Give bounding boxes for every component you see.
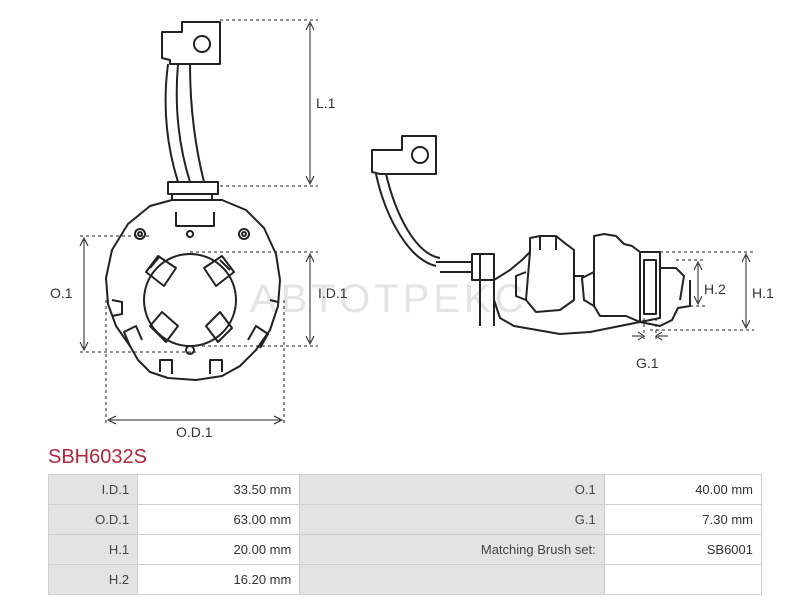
- spec-table: I.D.1 33.50 mm O.1 40.00 mm O.D.1 63.00 …: [47, 474, 763, 595]
- spec-value: 16.20 mm: [137, 564, 301, 595]
- spec-label: G.1: [299, 504, 605, 535]
- spec-label: [299, 564, 605, 595]
- watermark-text: ABTOTPEKC: [250, 277, 528, 321]
- table-row: I.D.1 33.50 mm O.1 40.00 mm: [47, 474, 763, 505]
- spec-label: O.D.1: [47, 504, 139, 535]
- spec-value: 20.00 mm: [137, 534, 301, 565]
- spec-value: 63.00 mm: [137, 504, 301, 535]
- right-dimension-lines: [632, 251, 754, 341]
- spec-value: 40.00 mm: [603, 474, 763, 505]
- dim-label-l1: L.1: [316, 95, 336, 111]
- spec-label: I.D.1: [47, 474, 139, 505]
- dim-label-o1: O.1: [50, 285, 73, 301]
- brush-holder-side-view: [371, 135, 691, 335]
- dim-label-id1: I.D.1: [318, 285, 348, 301]
- spec-value: [603, 564, 763, 595]
- dim-label-od1: O.D.1: [176, 424, 213, 440]
- spec-value: 33.50 mm: [137, 474, 301, 505]
- dim-label-h2: H.2: [704, 281, 726, 297]
- dim-label-h1: H.1: [752, 285, 774, 301]
- spec-label: Matching Brush set:: [299, 534, 605, 565]
- brush-holder-top-view: [105, 21, 281, 381]
- spec-label: H.1: [47, 534, 139, 565]
- part-number-heading: SBH6032S: [48, 446, 147, 468]
- spec-value: 7.30 mm: [603, 504, 763, 535]
- dim-label-g1: G.1: [636, 355, 659, 371]
- table-row: H.1 20.00 mm Matching Brush set: SB6001: [47, 534, 763, 565]
- spec-label: H.2: [47, 564, 139, 595]
- spec-value: SB6001: [603, 534, 763, 565]
- table-row: H.2 16.20 mm: [47, 564, 763, 595]
- left-dimension-lines: [79, 19, 318, 426]
- spec-label: O.1: [299, 474, 605, 505]
- table-row: O.D.1 63.00 mm G.1 7.30 mm: [47, 504, 763, 535]
- technical-drawing: ABTOTPEKC: [50, 19, 774, 440]
